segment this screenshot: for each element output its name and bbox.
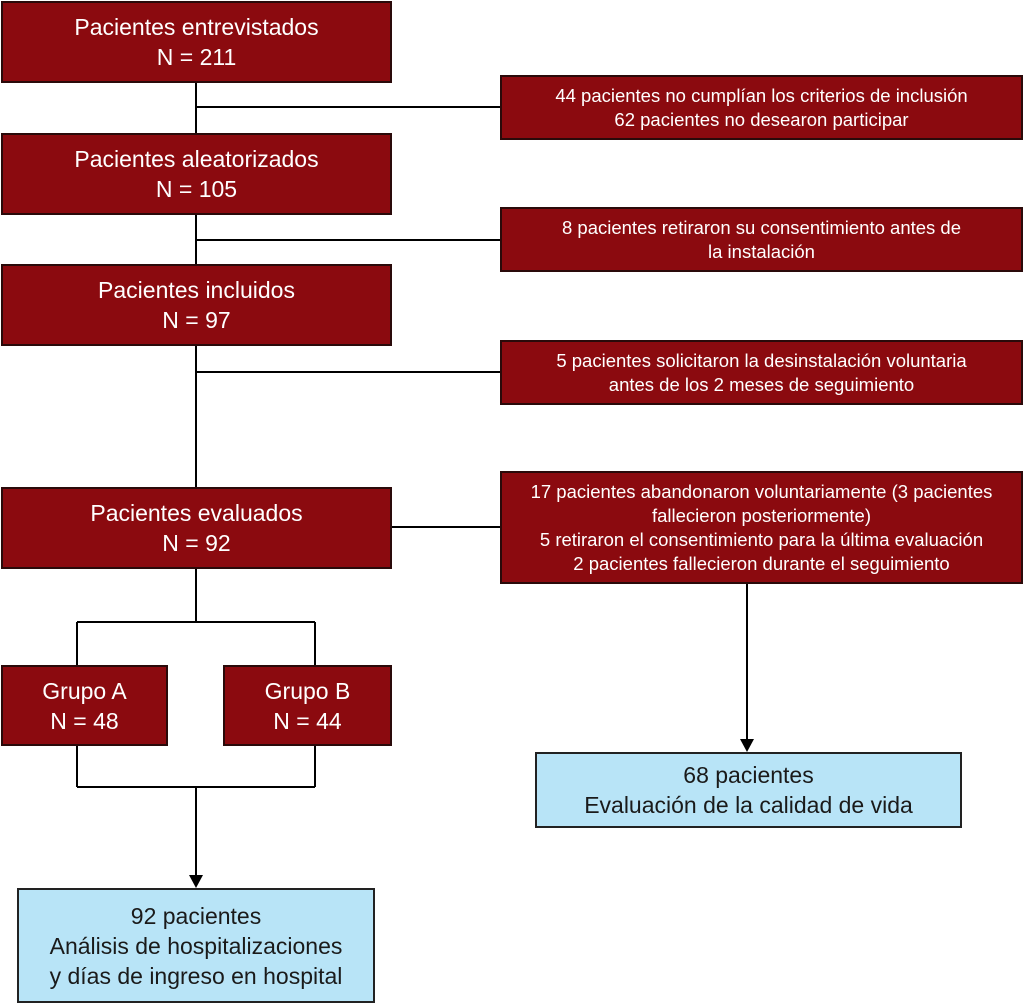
box-incluidos: Pacientes incluidos N = 97 [1,264,392,346]
exclusion-line: antes de los 2 meses de seguimiento [608,373,915,395]
exclusion-line: 2 pacientes fallecieron durante el segui… [573,552,950,574]
result-line: y días de ingreso en hospital [49,962,343,989]
box-aleatorizados: Pacientes aleatorizados N = 105 [1,133,392,215]
result-line: Evaluación de la calidad de vida [584,792,913,818]
box-count: N = 211 [156,44,237,70]
result-count: 68 pacientes [683,762,814,788]
box-count: N = 48 [50,707,119,734]
box-title: Grupo B [264,677,351,704]
box-exclusion-2: 8 pacientes retiraron su consentimiento … [500,207,1023,272]
exclusion-line: 8 pacientes retiraron su consentimiento … [561,216,961,238]
exclusion-line: fallecieron posteriormente) [651,504,872,526]
box-entrevistados: Pacientes entrevistados N = 211 [1,1,392,83]
exclusion-line: 17 pacientes abandonaron voluntariamente… [530,480,993,502]
box-exclusion-3: 5 pacientes solicitaron la desinstalació… [500,340,1023,405]
box-count: N = 97 [162,307,231,333]
box-evaluados: Pacientes evaluados N = 92 [1,487,392,569]
box-title: Pacientes incluidos [98,277,295,303]
exclusion-line: 44 pacientes no cumplían los criterios d… [555,84,968,106]
result-line: Análisis de hospitalizaciones [49,932,343,959]
result-count: 92 pacientes [130,902,262,929]
box-resultado-hospital: 92 pacientes Análisis de hospitalizacion… [17,888,375,1003]
arrowhead-hospital [189,875,203,888]
box-grupo-a: Grupo A N = 48 [1,665,168,746]
box-count: N = 44 [273,707,342,734]
box-title: Pacientes entrevistados [74,14,319,40]
exclusion-line: 5 pacientes solicitaron la desinstalació… [556,349,967,371]
box-resultado-calidad: 68 pacientes Evaluación de la calidad de… [535,752,962,828]
arrowhead-quality [740,739,754,752]
box-title: Pacientes evaluados [90,500,303,526]
box-exclusion-1: 44 pacientes no cumplían los criterios d… [500,75,1023,140]
exclusion-line: la instalación [708,240,815,262]
exclusion-line: 5 retiraron el consentimiento para la úl… [539,528,984,550]
box-title: Grupo A [42,677,127,704]
box-count: N = 105 [155,176,238,202]
box-grupo-b: Grupo B N = 44 [223,665,392,746]
box-title: Pacientes aleatorizados [74,146,319,172]
box-count: N = 92 [162,530,231,556]
box-exclusion-4: 17 pacientes abandonaron voluntariamente… [500,471,1023,584]
exclusion-line: 62 pacientes no desearon participar [614,108,909,130]
